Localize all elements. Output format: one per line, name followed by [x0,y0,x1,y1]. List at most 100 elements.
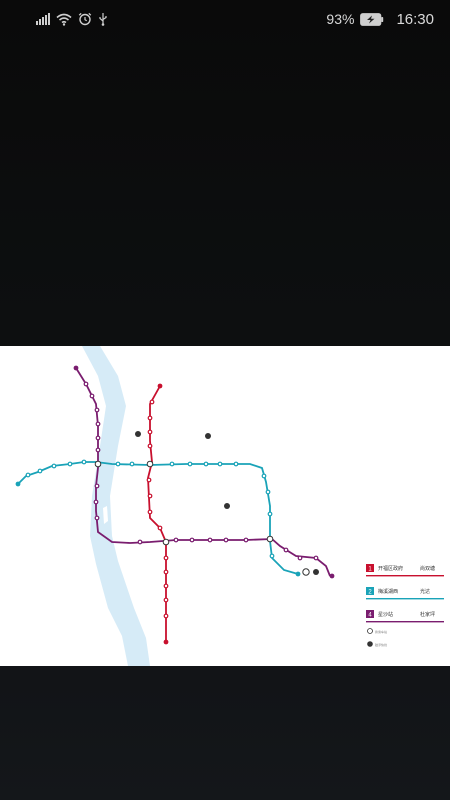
metro-map-image[interactable]: 1 开福区政府 尚双塘 2 梅溪湖西 光达 4 星沙站 杜家坪 [0,346,450,666]
cellular-signal-icon [36,13,50,25]
legend-line-2-number: 2 [368,590,372,596]
station [187,461,193,467]
station [51,463,57,469]
station [95,435,101,441]
line-4-stations [73,365,335,579]
legend-line-4-bar [366,621,444,623]
station [265,489,271,495]
maglev-icon [313,569,319,575]
status-icons-left [36,12,108,26]
legend-maglev-label: 磁浮快线 [375,642,387,647]
maglev-icon [205,433,211,439]
station [147,415,153,421]
maglev-badges [135,431,319,575]
station [93,499,99,505]
station [313,555,319,561]
station [173,537,179,543]
legend-line-4-number-box [366,610,374,618]
legend-transfer-symbol [367,628,373,634]
station [129,461,135,467]
line-1-stations [146,383,169,645]
legend-maglev-symbol [367,641,373,647]
legend-line-1-from: 开福区政府 [378,565,403,572]
station [147,443,153,449]
legend-line-2-from: 梅溪湖西 [378,588,398,595]
line-2-track [17,461,299,575]
legend-transfer-label: 换乘车站 [375,629,387,634]
station [223,537,229,543]
station [261,473,267,479]
status-icons-right: 93% 16:30 [326,11,434,28]
legend-line-1-to: 尚双塘 [420,565,435,572]
station [283,547,289,553]
clock-time: 16:30 [396,10,434,28]
station [233,461,239,467]
legend-line-2-number-box [366,587,374,595]
legend-line-4-number: 4 [368,613,372,619]
status-bar: 93% 16:30 [0,0,450,38]
legend-line-1-number-box [366,564,374,572]
transfer-stations [94,460,310,576]
transfer-station [266,535,274,543]
station [95,421,101,427]
battery-charging-icon [360,12,384,26]
terminal-station [73,365,79,371]
line-4-track [75,367,331,577]
station [81,459,87,465]
legend-line-4-from: 星沙站 [378,611,393,618]
station [163,613,169,619]
station [243,537,249,543]
station [146,477,152,483]
wifi-icon [56,13,72,26]
maglev-icon [135,431,141,437]
station [67,461,73,467]
station [163,569,169,575]
station [163,597,169,603]
station [297,555,303,561]
station [163,583,169,589]
map-legend: 1 开福区政府 尚双塘 2 梅溪湖西 光达 4 星沙站 杜家坪 [366,564,444,647]
transfer-station [162,538,170,546]
station [189,537,195,543]
legend-line-1: 1 开福区政府 尚双塘 [366,564,444,577]
terminal-station [295,571,301,577]
legend-line-2-bar [366,598,444,600]
station [157,525,163,531]
station [163,555,169,561]
station [95,447,101,453]
station [83,381,89,387]
transfer-station [94,460,102,468]
terminal-station [157,383,163,389]
station [149,399,155,405]
terminal-station [329,573,335,579]
battery-percent: 93% [326,11,355,27]
station [25,472,31,478]
station [94,515,100,521]
station [37,468,43,474]
station [89,393,95,399]
station [147,429,153,435]
terminal-station [15,481,21,487]
legend-line-4: 4 星沙站 杜家坪 [366,610,444,623]
station [203,461,209,467]
line-2-stations [15,459,301,577]
station [94,407,100,413]
legend-symbols: 换乘车站 磁浮快线 [367,628,387,647]
station [115,461,121,467]
transfer-station [302,568,310,576]
station [169,461,175,467]
river-island [103,506,108,524]
station [207,537,213,543]
station [147,493,153,499]
legend-line-2-to: 光达 [420,588,430,595]
station [269,553,275,559]
station [147,509,153,515]
terminal-station [163,639,169,645]
legend-line-1-number: 1 [368,567,372,573]
station [94,483,100,489]
usb-icon [99,13,107,26]
metro-map-svg: 1 开福区政府 尚双塘 2 梅溪湖西 光达 4 星沙站 杜家坪 [15,346,444,666]
station [137,539,143,545]
legend-line-4-to: 杜家坪 [420,611,435,618]
legend-line-1-bar [366,575,444,577]
